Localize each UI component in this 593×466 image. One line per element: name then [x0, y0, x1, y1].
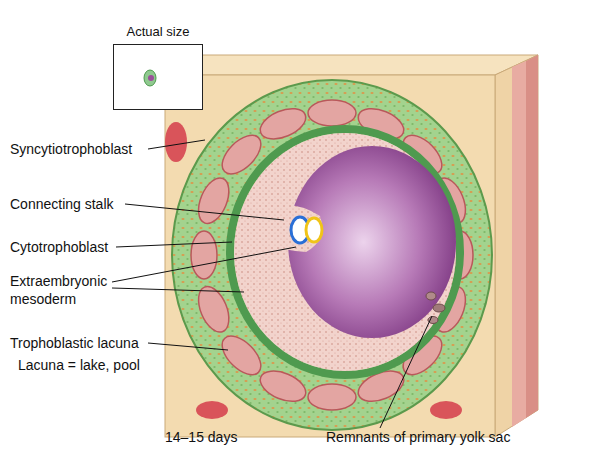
part-label: Trophoblastic lacuna	[10, 334, 139, 352]
yolk-sac-remnant	[433, 304, 445, 312]
actual-size-blastocyst	[144, 70, 156, 86]
inset-background	[113, 44, 203, 110]
leader-line	[112, 247, 296, 282]
leader-lines	[112, 140, 432, 428]
slab-side-face	[495, 55, 538, 437]
slab-top-face	[165, 55, 538, 75]
lacunae-group	[191, 100, 473, 410]
lacuna	[191, 231, 217, 279]
syncytiotrophoblast	[172, 80, 492, 430]
lacuna	[193, 174, 235, 228]
lacuna	[308, 384, 356, 410]
actual-size-cavity	[148, 75, 154, 81]
yolk-sac-remnant	[426, 292, 436, 300]
slab-side-layer	[512, 61, 526, 427]
chorionic-cavity	[288, 146, 456, 338]
maternal-vessel	[165, 122, 187, 162]
cytotrophoblast	[230, 129, 460, 375]
part-label: Connecting stalk	[10, 195, 114, 213]
leader-line	[148, 343, 228, 350]
lacuna	[308, 100, 356, 126]
leader-line	[380, 316, 432, 428]
inset-box: Actual size	[113, 24, 203, 110]
part-label: Remnants of primary yolk sac	[326, 428, 510, 446]
slab-side-layer	[526, 55, 538, 418]
stage-age: 14–15 days	[165, 428, 237, 446]
lacuna	[256, 365, 310, 407]
yolk-sac	[306, 218, 322, 242]
leader-line	[116, 242, 232, 247]
leader-line	[148, 140, 205, 149]
definition-note: Lacuna = lake, pool	[18, 356, 140, 374]
leader-line	[112, 288, 244, 292]
part-label: Extraembryonic mesoderm	[10, 272, 118, 308]
part-label: Cytotrophoblast	[10, 238, 108, 256]
inset-heading: Actual size	[113, 24, 203, 40]
maternal-vessel	[430, 401, 462, 419]
slab-front-face	[165, 75, 495, 437]
leader-line	[125, 204, 284, 220]
maternal-vessel	[196, 401, 228, 419]
inset-frame	[113, 44, 203, 110]
connecting-stalk	[258, 205, 322, 252]
part-label: Syncytiotrophoblast	[10, 140, 132, 158]
